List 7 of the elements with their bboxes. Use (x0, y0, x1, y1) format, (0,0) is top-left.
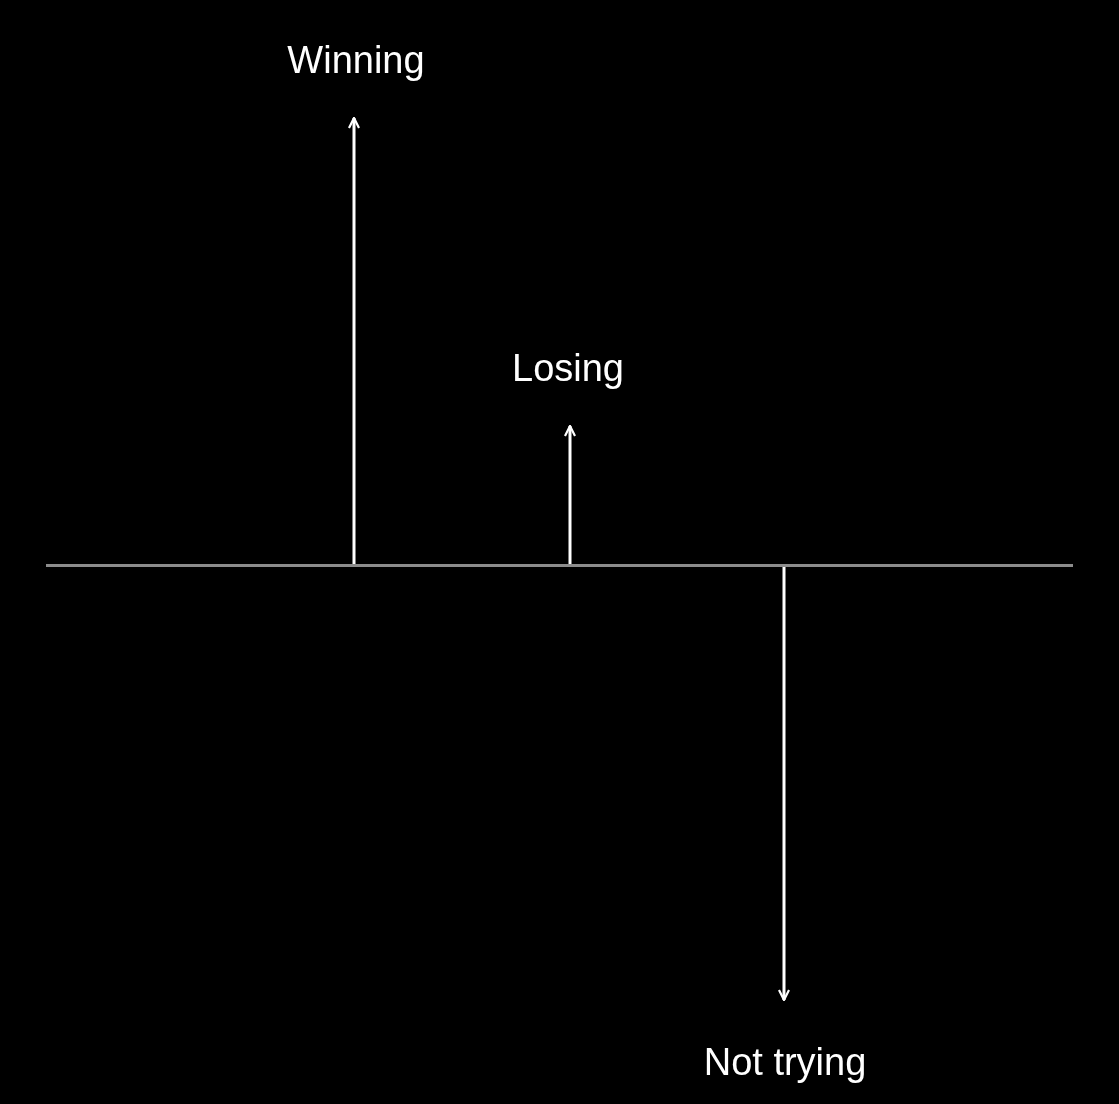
axis-label: Losing (512, 346, 624, 390)
arrow (347, 116, 361, 564)
baseline (46, 564, 1073, 567)
axis-label: Winning (287, 38, 425, 82)
arrow (563, 424, 577, 564)
axis-label: Not trying (703, 1040, 867, 1084)
arrow (777, 567, 791, 1002)
